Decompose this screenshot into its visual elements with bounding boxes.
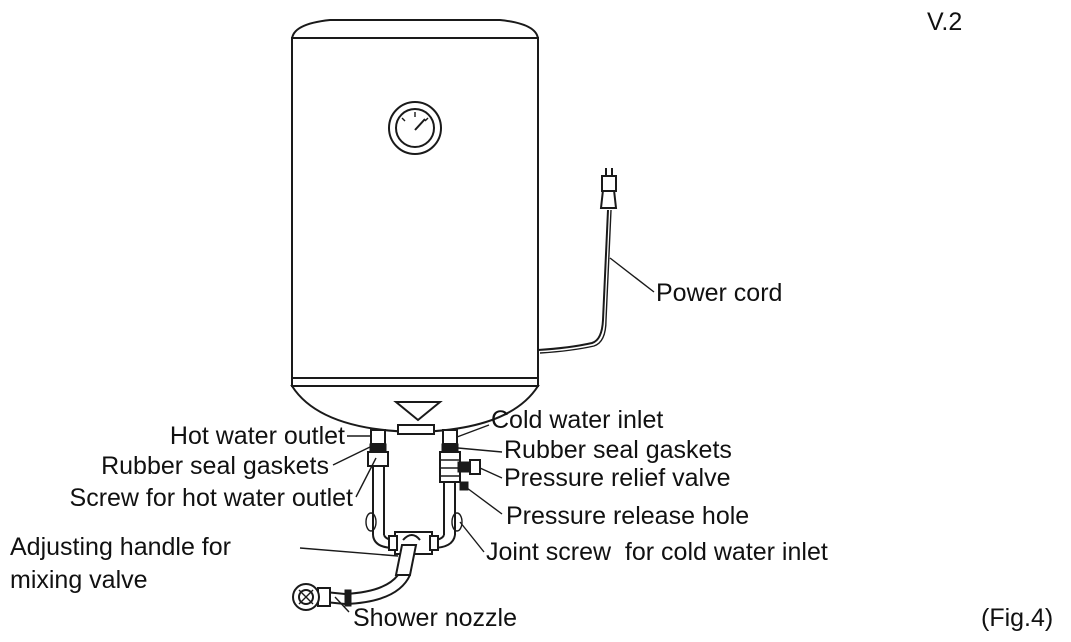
label-adjusting-handle-line2: mixing valve [10, 566, 148, 594]
label-cold-water-inlet: Cold water inlet [491, 406, 664, 434]
label-screw-hot-water-outlet: Screw for hot water outlet [69, 484, 353, 512]
figure-label: (Fig.4) [981, 604, 1054, 632]
bottom-cover [393, 401, 443, 422]
label-rubber-seal-gaskets-left: Rubber seal gaskets [101, 452, 329, 480]
label-joint-screw-cold-inlet: Joint screw for cold water inlet [486, 538, 828, 566]
label-hot-water-outlet: Hot water outlet [169, 422, 345, 450]
label-rubber-seal-gaskets-right: Rubber seal gaskets [504, 436, 732, 464]
mixing-valve [388, 531, 439, 576]
label-shower-nozzle: Shower nozzle [353, 604, 517, 632]
label-pressure-release-hole: Pressure release hole [506, 502, 750, 530]
power-cord [537, 168, 655, 354]
leader-lines [299, 424, 503, 613]
tank-top-cap [290, 19, 540, 41]
shower-hose [317, 574, 411, 607]
label-pressure-relief-valve: Pressure relief valve [504, 464, 731, 492]
thermometer-gauge-icon [388, 101, 442, 155]
cold-water-pipe [431, 429, 481, 549]
tank-body [291, 37, 539, 387]
version-label: V.2 [927, 8, 963, 36]
label-power-cord: Power cord [656, 279, 783, 307]
shower-nozzle-icon [292, 583, 320, 611]
label-adjusting-handle-line1: Adjusting handle for [10, 533, 231, 561]
hot-water-pipe [365, 429, 396, 549]
